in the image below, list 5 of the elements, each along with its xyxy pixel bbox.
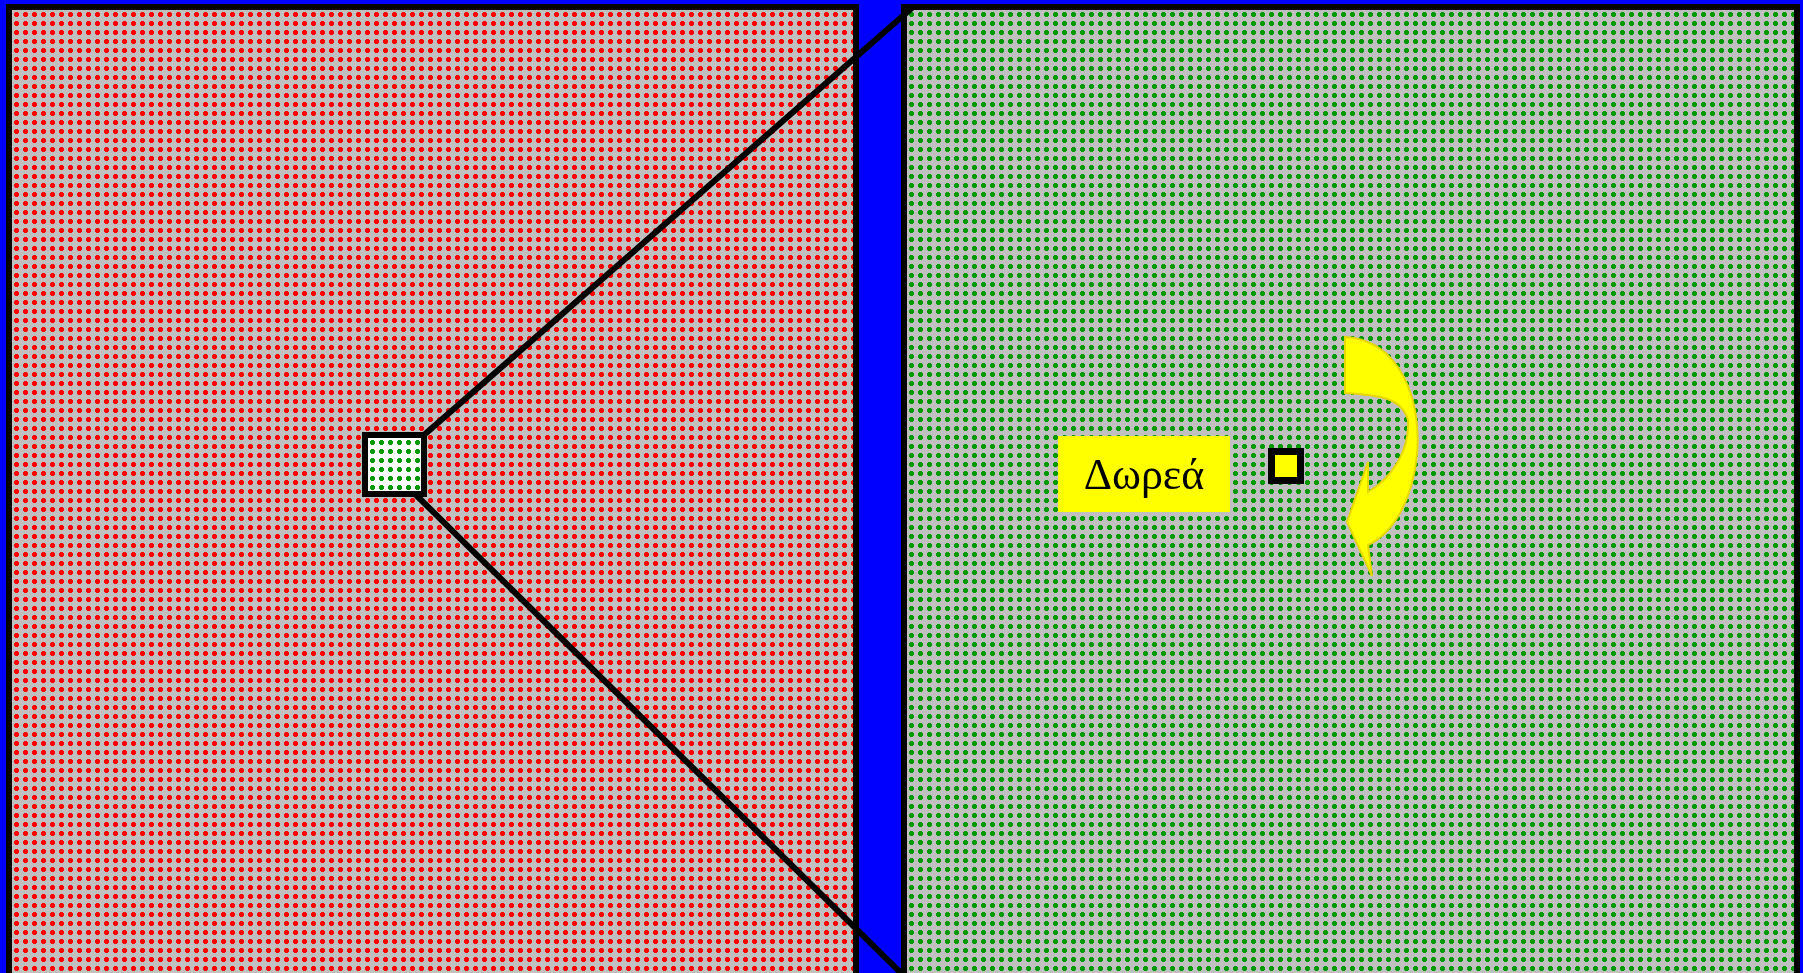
zoom-region-square	[362, 432, 427, 497]
text-label: Δωρεά	[1058, 436, 1230, 512]
zoom-source-panel	[6, 4, 859, 973]
marker-square	[1268, 448, 1304, 484]
magnified-panel	[901, 4, 1800, 973]
